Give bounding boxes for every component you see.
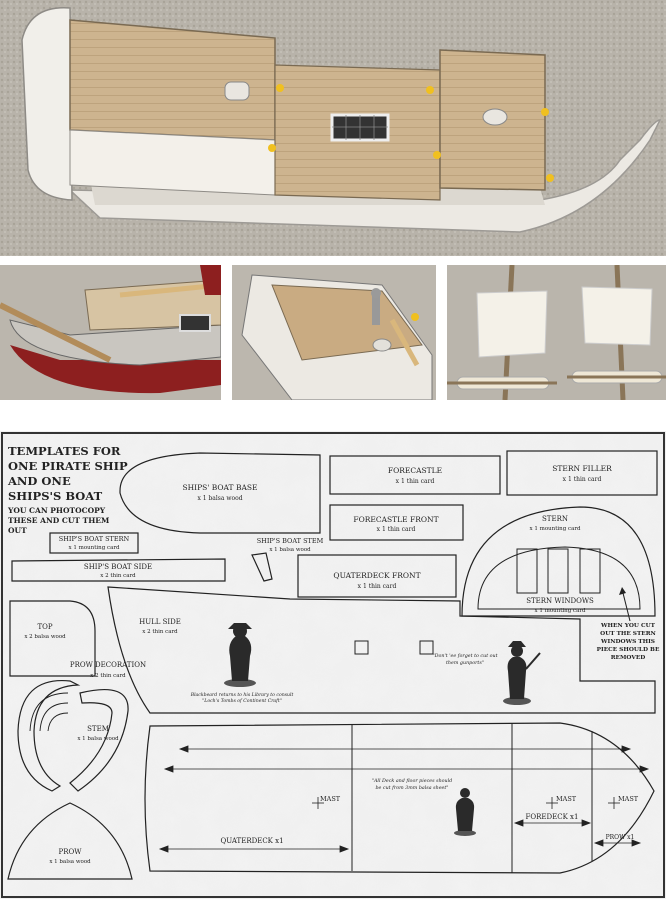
svg-text:STEM: STEM — [87, 725, 109, 733]
pirate-figure-small — [454, 788, 476, 836]
title-line: TEMPLATES FOR — [8, 444, 121, 458]
svg-text:STERN WINDOWS: STERN WINDOWS — [526, 597, 594, 605]
pirate-figure-gunner — [503, 641, 541, 705]
caption-gunport: "Don't 'ee forget to cut out — [432, 653, 497, 659]
photo-sails — [447, 265, 666, 400]
pirate-figure-blackbeard — [224, 623, 256, 687]
sheet-subtitle: YOU CAN PHOTOCOPY THESE AND CUT THEM OUT — [7, 506, 109, 535]
sails-illustration — [447, 265, 666, 400]
part-prow: PROW x 1 balsa wood — [7, 802, 133, 880]
part-hull-side: HULL SIDE x 2 thin card Blackbeard retur… — [107, 586, 656, 714]
caption-blackbeard: Blackbeard returns to his Library to con… — [190, 692, 294, 698]
subtitle-line: YOU CAN PHOTOCOPY — [7, 506, 106, 515]
svg-text:x 1 thin card: x 1 thin card — [563, 476, 602, 483]
part-qty: x 1 balsa wood — [197, 495, 242, 502]
svg-text:QUATERDECK FRONT: QUATERDECK FRONT — [333, 571, 420, 580]
part-stem: STEM x 1 balsa wood — [69, 689, 129, 792]
svg-text:x 2 thin card: x 2 thin card — [90, 673, 126, 679]
svg-text:SHIP'S BOAT SIDE: SHIP'S BOAT SIDE — [84, 563, 152, 571]
template-sheet: TEMPLATES FOR ONE PIRATE SHIP AND ONE SH… — [0, 431, 666, 899]
mast-label: MAST — [556, 795, 577, 803]
part-deck-floor: MAST MAST MAST QUATERDECK x1 FOREDECK x1… — [144, 722, 655, 874]
deck-detail-illustration — [232, 265, 436, 400]
svg-text:TOP: TOP — [37, 623, 52, 631]
stern-detail-illustration — [0, 265, 221, 400]
title-line: SHIPS'S BOAT — [8, 489, 103, 503]
svg-text:x 1 mounting card: x 1 mounting card — [535, 608, 586, 614]
caption-gunport: them gunports" — [446, 660, 484, 666]
part-name: SHIPS' BOAT BASE — [182, 483, 257, 492]
svg-text:x 2 thin card: x 2 thin card — [100, 573, 136, 579]
svg-text:REMOVED: REMOVED — [611, 655, 646, 661]
svg-text:WHEN YOU CUT: WHEN YOU CUT — [600, 623, 656, 629]
subtitle-line: OUT — [8, 526, 27, 535]
svg-text:x 2 thin card: x 2 thin card — [142, 629, 178, 635]
svg-text:FORECASTLE FRONT: FORECASTLE FRONT — [353, 515, 438, 524]
part-stern: STERN x 1 mounting card STERN WINDOWS x … — [461, 506, 656, 622]
svg-text:STERN FILLER: STERN FILLER — [552, 464, 612, 473]
caption-blackbeard: "Loch's Tombs of Continent Craft" — [202, 698, 282, 704]
svg-text:OUT THE STERN: OUT THE STERN — [600, 631, 656, 637]
mast-label: MAST — [320, 795, 341, 803]
part-stern-filler: STERN FILLER x 1 thin card — [506, 450, 658, 496]
svg-text:x 1 thin card: x 1 thin card — [358, 583, 397, 590]
template-drawing: TEMPLATES FOR ONE PIRATE SHIP AND ONE SH… — [0, 431, 666, 899]
part-prow-decoration: PROW DECORATION x 2 thin card — [17, 661, 146, 792]
svg-text:x 2 balsa wood: x 2 balsa wood — [24, 634, 66, 640]
svg-text:PROW: PROW — [59, 848, 83, 856]
part-ships-boat-stern: SHIP'S BOAT STERN x 1 mounting card — [49, 532, 139, 554]
part-top: TOP x 2 balsa wood — [9, 600, 96, 677]
photo-deck-detail — [232, 265, 436, 400]
stern-window-note: WHEN YOU CUT OUT THE STERN WINDOWS THIS … — [597, 623, 660, 661]
photo-stern-detail — [0, 265, 221, 400]
title-line: AND ONE — [7, 474, 71, 488]
main-ship-illustration — [0, 0, 666, 256]
part-ships-boat-side: SHIP'S BOAT SIDE x 2 thin card — [11, 558, 226, 582]
mast-label: MAST — [618, 795, 639, 803]
part-forecastle-front: FORECASTLE FRONT x 1 thin card — [329, 504, 464, 541]
svg-text:SHIP'S BOAT STEM: SHIP'S BOAT STEM — [257, 537, 324, 545]
svg-text:x 1 mounting card: x 1 mounting card — [530, 526, 581, 532]
part-ships-boat-base: SHIPS' BOAT BASE x 1 balsa wood — [119, 452, 321, 534]
part-forecastle: FORECASTLE x 1 thin card — [329, 455, 501, 495]
svg-text:x 1 balsa wood: x 1 balsa wood — [49, 859, 91, 865]
caption-deck: "All Deck and floor pieces should — [372, 778, 453, 784]
subtitle-line: THESE AND CUT THEM — [8, 516, 109, 525]
photo-main-ship — [0, 0, 666, 256]
svg-text:FORECASTLE: FORECASTLE — [388, 466, 442, 475]
caption-deck: be cut from 3mm balsa sheet" — [375, 785, 448, 791]
part-quaterdeck-front: QUATERDECK FRONT x 1 thin card — [297, 554, 457, 598]
svg-text:x 1 thin card: x 1 thin card — [377, 526, 416, 533]
svg-text:x 1 balsa wood: x 1 balsa wood — [77, 736, 119, 742]
svg-text:SHIP'S BOAT STERN: SHIP'S BOAT STERN — [59, 535, 130, 543]
svg-text:x 1 mounting card: x 1 mounting card — [69, 545, 120, 551]
part-prow-small-label: PROW x1 — [606, 834, 635, 841]
part-quaterdeck-label: QUATERDECK x1 — [220, 837, 283, 845]
svg-text:WINDOWS THIS: WINDOWS THIS — [600, 639, 655, 645]
svg-text:HULL SIDE: HULL SIDE — [139, 618, 181, 626]
sheet-title: TEMPLATES FOR ONE PIRATE SHIP AND ONE SH… — [7, 444, 128, 503]
title-line: ONE PIRATE SHIP — [8, 459, 128, 473]
svg-text:x 1 balsa wood: x 1 balsa wood — [269, 547, 311, 553]
svg-text:x 1 thin card: x 1 thin card — [396, 478, 435, 485]
svg-text:PROW DECORATION: PROW DECORATION — [70, 661, 146, 669]
part-ships-boat-stem: SHIP'S BOAT STEM x 1 balsa wood — [251, 537, 324, 582]
svg-text:STERN: STERN — [542, 515, 568, 523]
svg-text:PIECE SHOULD BE: PIECE SHOULD BE — [597, 647, 660, 653]
part-foredeck-label: FOREDECK x1 — [526, 813, 579, 821]
